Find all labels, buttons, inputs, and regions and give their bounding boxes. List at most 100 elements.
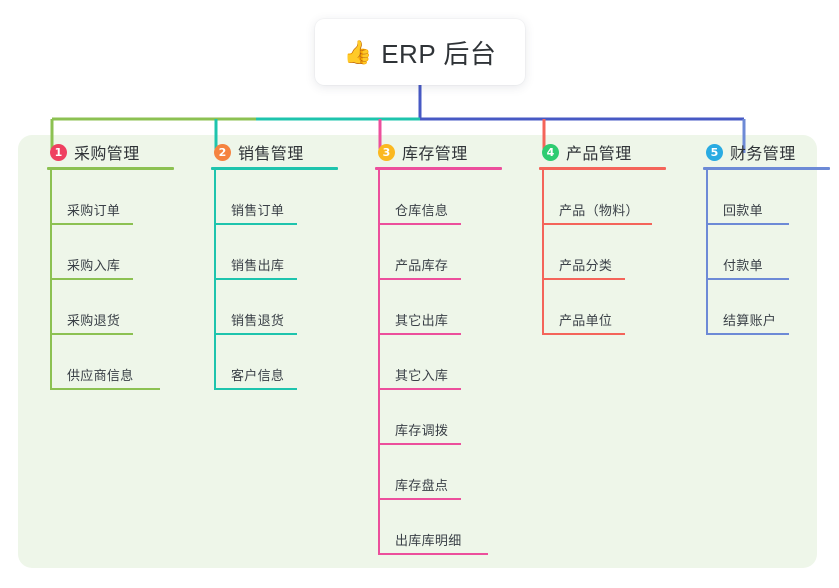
- branch-item-label: 客户信息: [231, 368, 285, 383]
- branch-item-label: 其它出库: [395, 313, 449, 328]
- branch-item-label: 采购退货: [67, 313, 121, 328]
- branch-title: 采购管理: [74, 146, 140, 163]
- branch-item-rule: [50, 278, 133, 280]
- branch-item[interactable]: 库存调拨: [378, 390, 521, 445]
- branch-item-rule: [706, 278, 789, 280]
- branch-item[interactable]: 销售出库: [214, 225, 357, 280]
- branch-spine: [50, 170, 52, 390]
- branch-spine: [706, 170, 708, 335]
- branch-header-rule: [47, 167, 174, 170]
- branch-item-rule: [378, 223, 461, 225]
- branch-item[interactable]: 其它出库: [378, 280, 521, 335]
- branch-item-label: 库存调拨: [395, 423, 449, 438]
- branch-item-rule: [50, 333, 133, 335]
- branch-item-rule: [378, 388, 461, 390]
- branch-number-badge: 3: [378, 143, 395, 161]
- branch-item-rule: [50, 388, 160, 390]
- branch-header-1[interactable]: 1 采购管理: [33, 137, 193, 167]
- branch-item-label: 采购订单: [67, 203, 121, 218]
- branch-header-4[interactable]: 4 产品管理: [525, 137, 685, 167]
- branch-item[interactable]: 其它入库: [378, 335, 521, 390]
- branch-items: 回款单付款单结算账户: [706, 170, 839, 335]
- branch-header-2[interactable]: 2 销售管理: [197, 137, 357, 167]
- branch-item[interactable]: 采购入库: [50, 225, 193, 280]
- branch-item-label: 仓库信息: [395, 203, 449, 218]
- branch-item[interactable]: 采购退货: [50, 280, 193, 335]
- branch-item[interactable]: 销售退货: [214, 280, 357, 335]
- branch-number-badge: 1: [50, 143, 67, 161]
- branch-item[interactable]: 回款单: [706, 170, 839, 225]
- branch-item[interactable]: 供应商信息: [50, 335, 193, 390]
- branch-items: 采购订单采购入库采购退货供应商信息: [50, 170, 193, 390]
- branch-item-rule: [378, 498, 461, 500]
- branch-spine: [378, 170, 380, 555]
- branch-item[interactable]: 产品（物料）: [542, 170, 685, 225]
- branch-column-1: 1 采购管理采购订单采购入库采购退货供应商信息: [33, 137, 193, 390]
- branch-item-rule: [706, 333, 789, 335]
- branch-item[interactable]: 采购订单: [50, 170, 193, 225]
- branch-header-5[interactable]: 5 财务管理: [689, 137, 839, 167]
- branch-item[interactable]: 产品单位: [542, 280, 685, 335]
- branch-item[interactable]: 客户信息: [214, 335, 357, 390]
- branch-item-label: 产品单位: [559, 313, 613, 328]
- branch-number-badge: 4: [542, 143, 559, 161]
- branch-column-4: 4 产品管理产品（物料） 产品分类产品单位: [525, 137, 685, 335]
- branch-header-rule: [211, 167, 338, 170]
- branch-items: 仓库信息产品库存其它出库其它入库库存调拨库存盘点出库库明细: [378, 170, 521, 555]
- branch-items: 产品（物料） 产品分类产品单位: [542, 170, 685, 335]
- branch-item-label: 采购入库: [67, 258, 121, 273]
- branch-item-label: 其它入库: [395, 368, 449, 383]
- branch-item-rule: [214, 223, 297, 225]
- branch-items: 销售订单销售出库销售退货客户信息: [214, 170, 357, 390]
- root-node-erp-backend[interactable]: 👍 ERP 后台: [315, 19, 525, 85]
- branch-item[interactable]: 结算账户: [706, 280, 839, 335]
- branch-item[interactable]: 付款单: [706, 225, 839, 280]
- branch-item-label: 付款单: [723, 258, 763, 273]
- branch-item-label: 销售退货: [231, 313, 285, 328]
- branch-item[interactable]: 出库库明细: [378, 500, 521, 555]
- branch-item-rule: [378, 333, 461, 335]
- branch-item-label: 销售订单: [231, 203, 285, 218]
- branch-spine: [214, 170, 216, 390]
- branch-item-rule: [378, 278, 461, 280]
- branch-item[interactable]: 产品库存: [378, 225, 521, 280]
- branch-item-rule: [378, 553, 488, 555]
- branch-header-rule: [375, 167, 502, 170]
- thumbs-up-icon: 👍: [343, 38, 373, 65]
- branch-title: 产品管理: [566, 146, 632, 163]
- branch-item[interactable]: 仓库信息: [378, 170, 521, 225]
- branch-item-rule: [542, 333, 625, 335]
- branch-item-rule: [50, 223, 133, 225]
- branch-item[interactable]: 库存盘点: [378, 445, 521, 500]
- branch-column-2: 2 销售管理销售订单销售出库销售退货客户信息: [197, 137, 357, 390]
- branch-title: 销售管理: [238, 146, 304, 163]
- branch-item-label: 回款单: [723, 203, 763, 218]
- branch-item-label: 产品分类: [559, 258, 613, 273]
- branch-item-label: 销售出库: [231, 258, 285, 273]
- branch-item-rule: [542, 223, 652, 225]
- branch-item-label: 供应商信息: [67, 368, 134, 383]
- branch-item-rule: [214, 278, 297, 280]
- branch-item-rule: [378, 443, 461, 445]
- branch-title: 财务管理: [730, 146, 796, 163]
- branch-header-rule: [703, 167, 830, 170]
- branch-spine: [542, 170, 544, 335]
- branch-header-3[interactable]: 3 库存管理: [361, 137, 521, 167]
- root-node-title: ERP 后台: [381, 38, 497, 69]
- branch-title: 库存管理: [402, 146, 468, 163]
- branch-item-label: 产品（物料）: [559, 203, 639, 218]
- branch-item-rule: [706, 223, 789, 225]
- branch-column-5: 5 财务管理回款单付款单结算账户: [689, 137, 839, 335]
- branch-item-rule: [542, 278, 625, 280]
- branch-item-label: 库存盘点: [395, 478, 449, 493]
- branch-number-badge: 5: [706, 143, 723, 161]
- branch-item[interactable]: 产品分类: [542, 225, 685, 280]
- branch-column-3: 3 库存管理仓库信息产品库存其它出库其它入库库存调拨库存盘点出库库明细: [361, 137, 521, 555]
- branch-item-rule: [214, 333, 297, 335]
- diagram-background-panel: [18, 135, 817, 568]
- branch-item[interactable]: 销售订单: [214, 170, 357, 225]
- branch-header-rule: [539, 167, 666, 170]
- branch-number-badge: 2: [214, 143, 231, 161]
- branch-item-label: 出库库明细: [395, 533, 462, 548]
- branch-item-rule: [214, 388, 297, 390]
